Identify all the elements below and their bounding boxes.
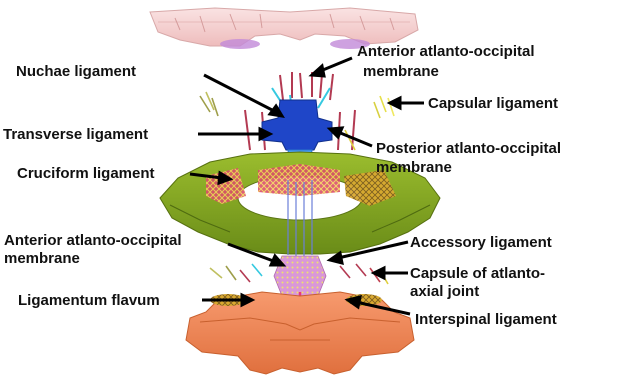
label-anterior-atlanto-occipital-left-line2: membrane: [4, 251, 80, 267]
label-nuchae-ligament: Nuchae ligament: [16, 64, 136, 80]
label-accessory-ligament: Accessory ligament: [410, 235, 552, 251]
label-capsule-atlanto-axial-line2: axial joint: [410, 284, 479, 300]
label-capsule-atlanto-axial-line1: Capsule of atlanto-: [410, 266, 545, 282]
axis-vertebra: [186, 292, 414, 374]
label-anterior-atlanto-occipital-top-line2: membrane: [363, 64, 439, 80]
label-ligamentum-flavum: Ligamentum flavum: [18, 293, 160, 309]
label-cruciform-ligament: Cruciform ligament: [17, 166, 155, 182]
label-anterior-atlanto-occipital-top-line1: Anterior atlanto-occipital: [357, 44, 535, 60]
label-posterior-atlanto-occipital-line2: membrane: [376, 160, 452, 176]
label-interspinal-ligament: Interspinal ligament: [415, 312, 557, 328]
transverse-ligament: [262, 100, 332, 150]
label-capsular-ligament: Capsular ligament: [428, 96, 558, 112]
label-transverse-ligament: Transverse ligament: [3, 127, 148, 143]
label-posterior-atlanto-occipital-line1: Posterior atlanto-occipital: [376, 141, 561, 157]
label-anterior-atlanto-occipital-left-line1: Anterior atlanto-occipital: [4, 233, 182, 249]
